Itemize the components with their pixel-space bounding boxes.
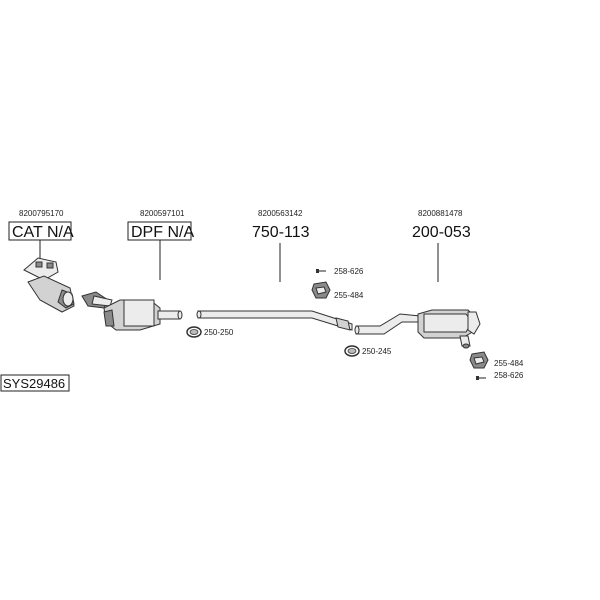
accessory-code: 250-245: [362, 347, 392, 356]
part-label[interactable]: 750-113: [252, 224, 310, 241]
part-catalyst-header: 8200795170 CAT N/A: [8, 209, 74, 262]
middle-pipe-drawing[interactable]: [196, 310, 353, 331]
accessory-code: 258-626: [494, 371, 524, 380]
accessory-code: 255-484: [494, 359, 524, 368]
rear-silencer-drawing[interactable]: [354, 309, 481, 349]
part-oe-number: 8200597101: [140, 209, 185, 218]
part-label[interactable]: 200-053: [412, 224, 471, 241]
part-label[interactable]: CAT N/A: [12, 224, 74, 241]
part-oe-number: 8200563142: [258, 209, 303, 218]
accessory-clamp-rear[interactable]: 250-245: [344, 345, 392, 357]
accessory-bolt-upper[interactable]: 258-626: [316, 267, 364, 276]
accessory-code: 255-484: [334, 291, 364, 300]
part-label[interactable]: DPF N/A: [131, 224, 194, 241]
system-code: SYS29486: [3, 376, 65, 391]
system-code-box: [0, 374, 70, 392]
dpf-drawing[interactable]: [81, 291, 183, 331]
accessory-code: 258-626: [334, 267, 364, 276]
part-dpf-header: 8200597101 DPF N/A: [127, 209, 194, 280]
accessory-code: 250-250: [204, 328, 234, 337]
catalyst-drawing[interactable]: [23, 257, 75, 313]
part-rear-silencer-header: 8200881478 200-053: [412, 209, 471, 282]
accessory-clamp-front[interactable]: 250-250: [186, 326, 234, 338]
accessory-rubber-mount-lower[interactable]: 255-484: [469, 351, 524, 369]
part-middle-pipe-header: 8200563142 750-113: [252, 209, 310, 282]
accessory-bolt-lower[interactable]: 258-626: [476, 371, 524, 380]
system-code-badge: SYS29486: [0, 374, 70, 392]
accessory-rubber-mount-upper[interactable]: 255-484: [311, 281, 364, 300]
part-oe-number: 8200795170: [19, 209, 64, 218]
part-oe-number: 8200881478: [418, 209, 463, 218]
